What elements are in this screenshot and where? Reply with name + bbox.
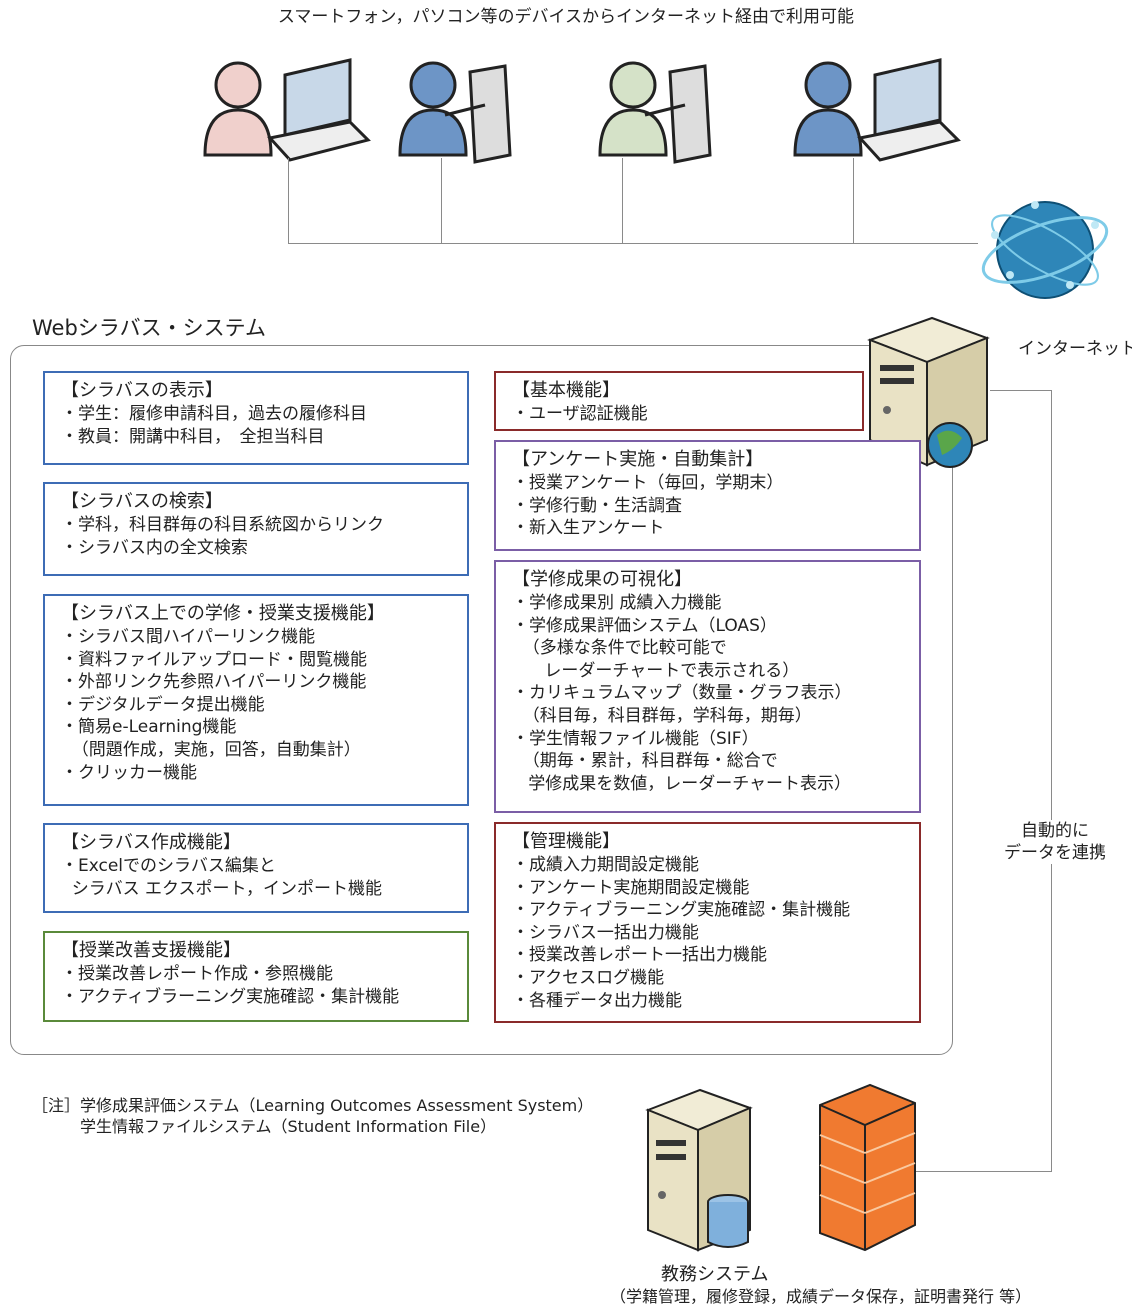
globe-icon <box>981 201 1109 299</box>
kyomu-title: 教務システム <box>661 1264 769 1285</box>
user-tablet-icon <box>598 61 712 164</box>
connector-line <box>441 158 442 244</box>
web-server-icon <box>867 316 990 468</box>
link-label-line2: データを連携 <box>980 842 1130 864</box>
internet-label: インターネット <box>1018 339 1132 359</box>
box-class-improvement: 【授業改善支援機能】 ・授業改善レポート作成・参照機能 ・アクティブラーニング実… <box>43 931 469 1022</box>
connector-line <box>288 158 289 244</box>
firewall-icon <box>819 1083 916 1252</box>
user-laptop-icon <box>793 58 961 162</box>
connector-line <box>288 243 978 244</box>
box-learning-support: 【シラバス上での学修・授業支援機能】 ・シラバス間ハイパーリンク機能 ・資料ファ… <box>43 594 469 806</box>
kyomu-system-graphic <box>645 1083 916 1252</box>
data-link-line <box>990 390 1052 391</box>
box-basic-functions: 【基本機能】 ・ユーザ認証機能 <box>494 371 864 431</box>
connector-line <box>853 158 854 244</box>
connector-line <box>622 158 623 244</box>
box-syllabus-search: 【シラバスの検索】 ・学科，科目群毎の科目系統図からリンク ・シラバス内の全文検… <box>43 482 469 576</box>
box-management: 【管理機能】 ・成績入力期間設定機能 ・アンケート実施期間設定機能 ・アクティブ… <box>494 822 921 1023</box>
link-label-line1: 自動的に <box>980 820 1130 842</box>
database-icon <box>707 1194 749 1248</box>
user-laptop-icon <box>203 58 371 162</box>
system-title: Webシラバス・システム <box>32 316 266 340</box>
box-syllabus-display: 【シラバスの表示】 ・学生：履修申請科目，過去の履修科目 ・教員：開講中科目， … <box>43 371 469 465</box>
user-tablet-icon <box>398 61 512 164</box>
data-link-line <box>915 1171 1052 1172</box>
user-devices-row <box>203 58 961 164</box>
data-link-line <box>1051 390 1052 1172</box>
note-line-2: 学生情報ファイルシステム（Student Information File） <box>32 1117 497 1136</box>
header-text: スマートフォン，パソコン等のデバイスからインターネット経由で利用可能 <box>277 7 855 27</box>
box-outcome-visualization: 【学修成果の可視化】 ・学修成果別 成績入力機能 ・学修成果評価システム（LOA… <box>494 560 921 813</box>
box-survey: 【アンケート実施・自動集計】 ・授業アンケート（毎回，学期末） ・学修行動・生活… <box>494 440 921 551</box>
box-syllabus-creation: 【シラバス作成機能】 ・Excelでのシラバス編集と シラバス エクスポート，イ… <box>43 823 469 913</box>
system-frame <box>10 345 953 1055</box>
kyomu-subtitle: （学籍管理，履修登録，成績データ保存，証明書発行 等） <box>610 1287 1032 1306</box>
note-line-1: ［注］学修成果評価システム（Learning Outcomes Assessme… <box>32 1096 594 1115</box>
